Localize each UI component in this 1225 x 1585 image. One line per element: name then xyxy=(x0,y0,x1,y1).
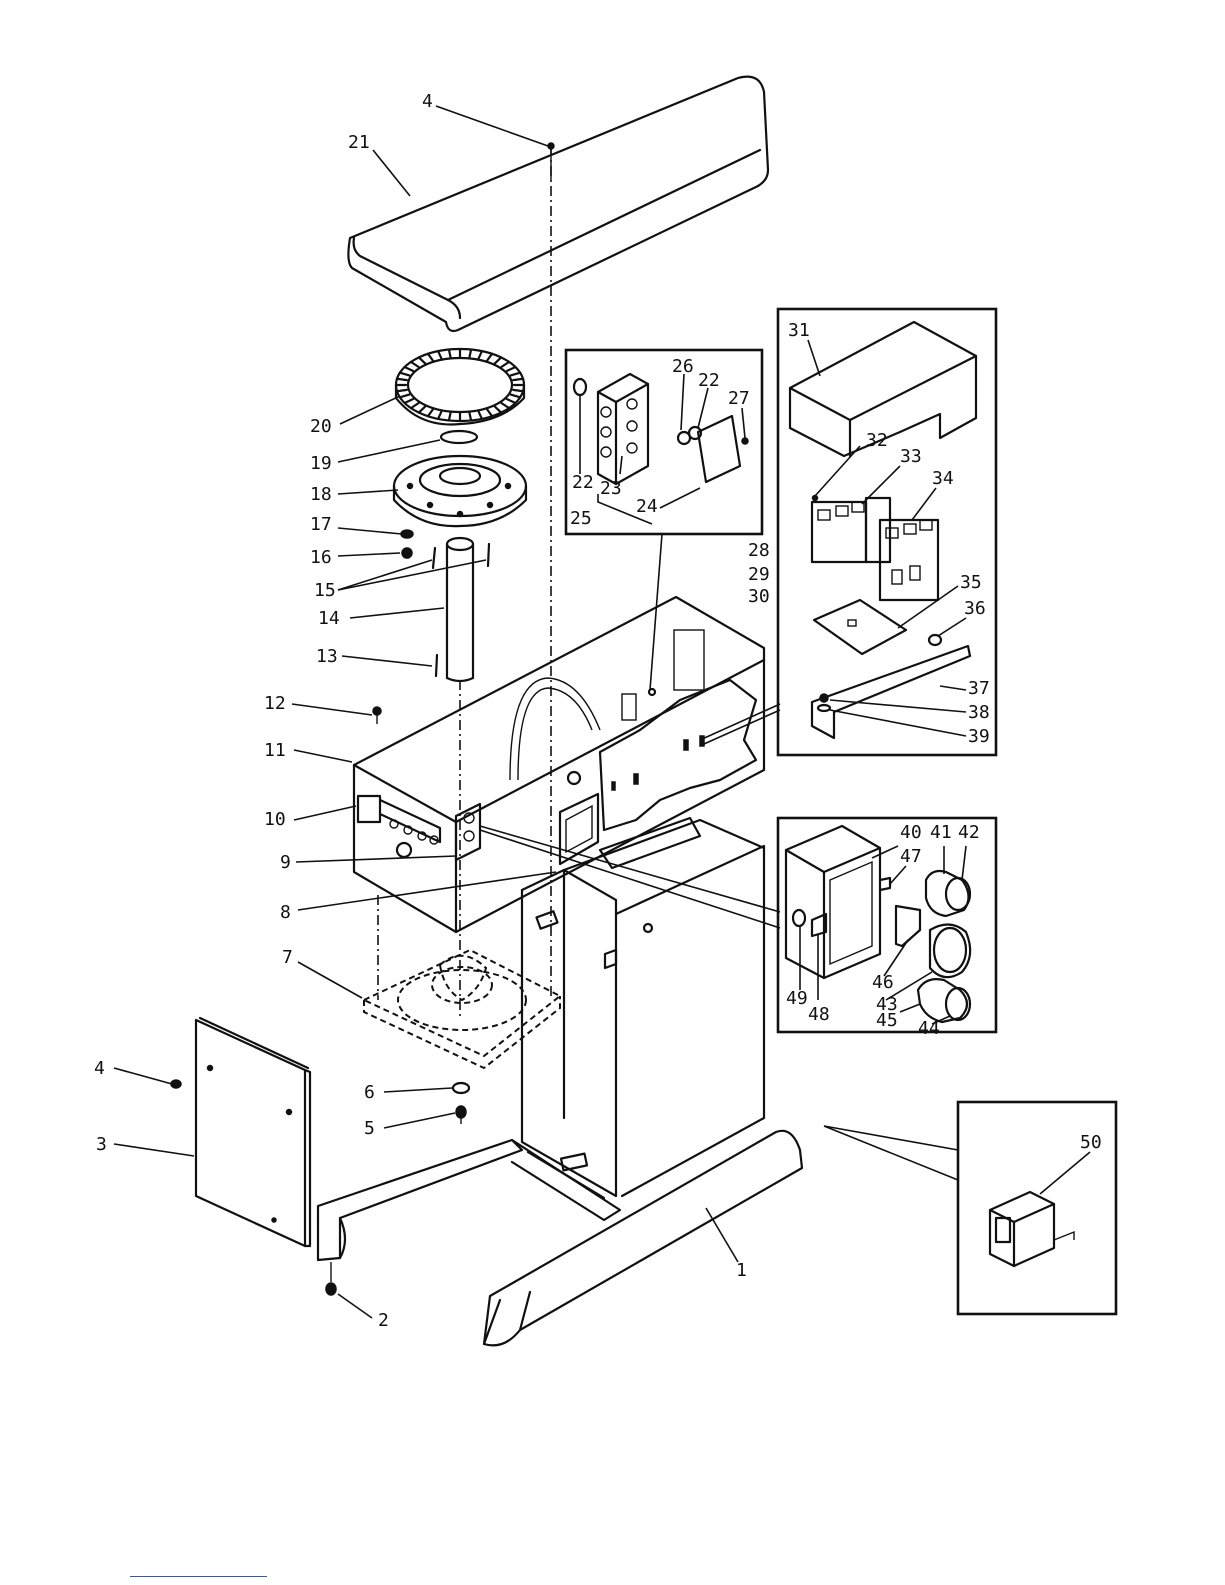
callout-35: 35 xyxy=(960,572,982,593)
callout-40: 40 xyxy=(900,822,922,843)
gear-tooth xyxy=(449,413,451,421)
callout-9: 9 xyxy=(280,852,291,873)
gear-tooth xyxy=(513,379,523,380)
gear-tooth xyxy=(411,362,419,367)
gear-tooth xyxy=(507,367,516,371)
callout-34: 34 xyxy=(932,468,954,489)
hardware-parts xyxy=(373,530,489,724)
inset-transformer xyxy=(824,1102,1116,1314)
gear-tooth xyxy=(397,390,407,391)
gear-tooth xyxy=(428,409,433,416)
gear-tooth xyxy=(511,395,520,398)
gear-tooth xyxy=(438,411,441,419)
shaft-part xyxy=(447,538,473,1020)
washer-and-bolt-parts xyxy=(453,1083,469,1124)
gear-tooth xyxy=(511,373,520,376)
mounting-flange-part xyxy=(394,456,526,526)
gear-tooth xyxy=(501,362,509,367)
callout-3: 3 xyxy=(96,1134,107,1155)
callout-26: 26 xyxy=(672,356,694,377)
callout-37: 37 xyxy=(968,678,990,699)
gear-tooth xyxy=(400,395,409,398)
callout-44: 44 xyxy=(918,1018,940,1039)
callout-18: 18 xyxy=(310,484,332,505)
callout-17: 17 xyxy=(310,514,332,535)
gear-tooth xyxy=(478,351,481,359)
callout-leaders xyxy=(114,106,1090,1318)
callout-13: 13 xyxy=(316,646,338,667)
callout-28: 28 xyxy=(748,540,770,561)
gear-tooth xyxy=(469,350,471,358)
callout-8: 8 xyxy=(280,902,291,923)
callout-31: 31 xyxy=(788,320,810,341)
footer-rule xyxy=(130,1576,267,1577)
callout-4-left: 4 xyxy=(94,1058,105,1079)
callout-23: 23 xyxy=(600,478,622,499)
callout-45: 45 xyxy=(876,1010,898,1031)
callout-19: 19 xyxy=(310,453,332,474)
callout-32: 32 xyxy=(866,430,888,451)
gear-tooth xyxy=(507,399,516,403)
callout-21: 21 xyxy=(348,132,370,153)
gear-tooth xyxy=(405,367,414,371)
callout-10: 10 xyxy=(264,809,286,830)
callout-50: 50 xyxy=(1080,1132,1102,1153)
callout-38: 38 xyxy=(968,702,990,723)
callout-36: 36 xyxy=(964,598,986,619)
gear-assembly-part xyxy=(364,895,560,1068)
callout-22-left: 22 xyxy=(572,472,594,493)
gear-tooth xyxy=(487,409,492,416)
gear-tooth xyxy=(513,390,523,391)
gear-tooth xyxy=(495,357,501,363)
gear-tooth xyxy=(419,406,425,412)
callout-39: 39 xyxy=(968,726,990,747)
callout-41: 41 xyxy=(930,822,952,843)
gear-tooth xyxy=(495,406,501,412)
callout-30: 30 xyxy=(748,586,770,607)
gear-tooth xyxy=(411,403,419,408)
callout-22-top: 22 xyxy=(698,370,720,391)
retaining-clip-part xyxy=(441,431,477,443)
callout-27: 27 xyxy=(728,388,750,409)
callout-48: 48 xyxy=(808,1004,830,1025)
callout-6: 6 xyxy=(364,1082,375,1103)
callout-12: 12 xyxy=(264,693,286,714)
callout-49: 49 xyxy=(786,988,808,1009)
callout-25: 25 xyxy=(570,508,592,529)
callout-7: 7 xyxy=(282,947,293,968)
callout-29: 29 xyxy=(748,564,770,585)
upper-housing-part xyxy=(354,597,780,932)
callout-14: 14 xyxy=(318,608,340,629)
top-cover-part xyxy=(348,77,768,1000)
callout-11: 11 xyxy=(264,740,286,761)
callout-20: 20 xyxy=(310,416,332,437)
callout-4-top: 4 xyxy=(422,91,433,112)
gear-tooth xyxy=(478,411,481,419)
callout-47: 47 xyxy=(900,846,922,867)
gear-tooth xyxy=(419,357,425,363)
gear-tooth xyxy=(487,354,492,361)
callout-1: 1 xyxy=(736,1260,747,1281)
gear-tooth xyxy=(397,379,407,380)
callout-33: 33 xyxy=(900,446,922,467)
inset-contactor-panel xyxy=(778,309,996,755)
gear-tooth xyxy=(469,413,471,421)
gear-tooth xyxy=(405,399,414,403)
gear-tooth xyxy=(438,351,441,359)
gear-tooth xyxy=(400,373,409,376)
callout-15: 15 xyxy=(314,580,336,601)
side-panel-part xyxy=(171,1018,310,1246)
gear-tooth xyxy=(449,350,451,358)
callout-42: 42 xyxy=(958,822,980,843)
callout-16: 16 xyxy=(310,547,332,568)
callout-5: 5 xyxy=(364,1118,375,1139)
gear-tooth xyxy=(428,354,433,361)
gear-tooth xyxy=(501,403,509,408)
callout-24: 24 xyxy=(636,496,658,517)
gear-ring-part xyxy=(396,349,524,424)
callout-2: 2 xyxy=(378,1310,389,1331)
callout-46: 46 xyxy=(872,972,894,993)
